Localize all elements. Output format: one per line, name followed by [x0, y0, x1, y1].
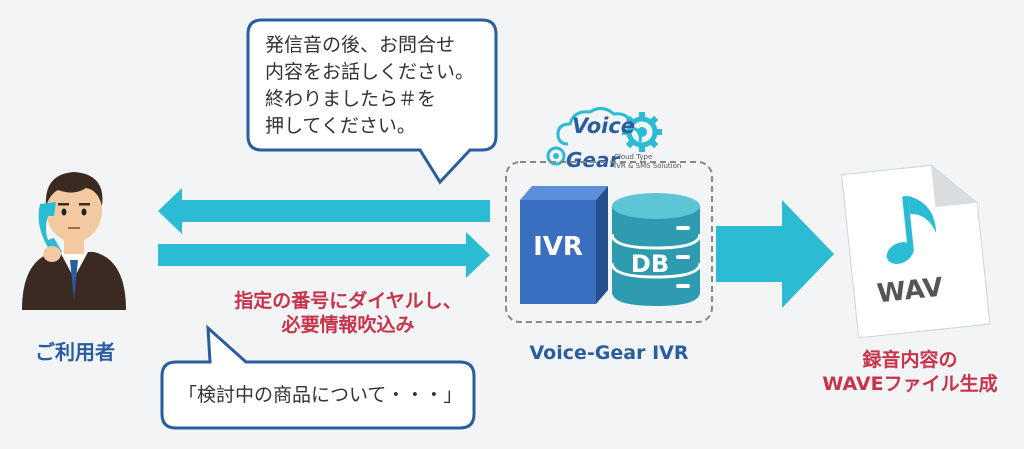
caller-speech-text: 「検討中の商品について・・・」 — [178, 384, 463, 406]
ivr-prompt-line-1: 発信音の後、お問合せ — [265, 34, 456, 56]
ivr-prompt-line-3: 終わりましたら＃を — [265, 88, 437, 110]
ivr-block-label: IVR — [533, 232, 583, 262]
caller-person-icon — [22, 172, 126, 310]
voice-gear-logo — [546, 107, 662, 166]
action-label-line-1: 指定の番号にダイヤルし、 — [234, 290, 462, 312]
output-label-line-2: WAVEファイル生成 — [822, 373, 998, 395]
logo-tagline-1: Cloud Type — [614, 153, 653, 161]
db-block-label: DB — [630, 250, 670, 278]
system-label: Voice-Gear IVR — [529, 342, 689, 364]
output-label-line-1: 録音内容の — [862, 349, 958, 371]
caller-label: ご利用者 — [35, 340, 115, 364]
ivr-prompt-line-2: 内容をお話しください。 — [265, 61, 475, 83]
ivr-prompt-line-4: 押してください。 — [265, 115, 416, 137]
logo-tagline-2: IVR & SMS Solution — [614, 162, 682, 170]
action-label-line-2: 必要情報吹込み — [281, 314, 415, 336]
logo-word-gear: Gear — [566, 148, 620, 172]
logo-word-voice: Voice — [572, 114, 636, 138]
